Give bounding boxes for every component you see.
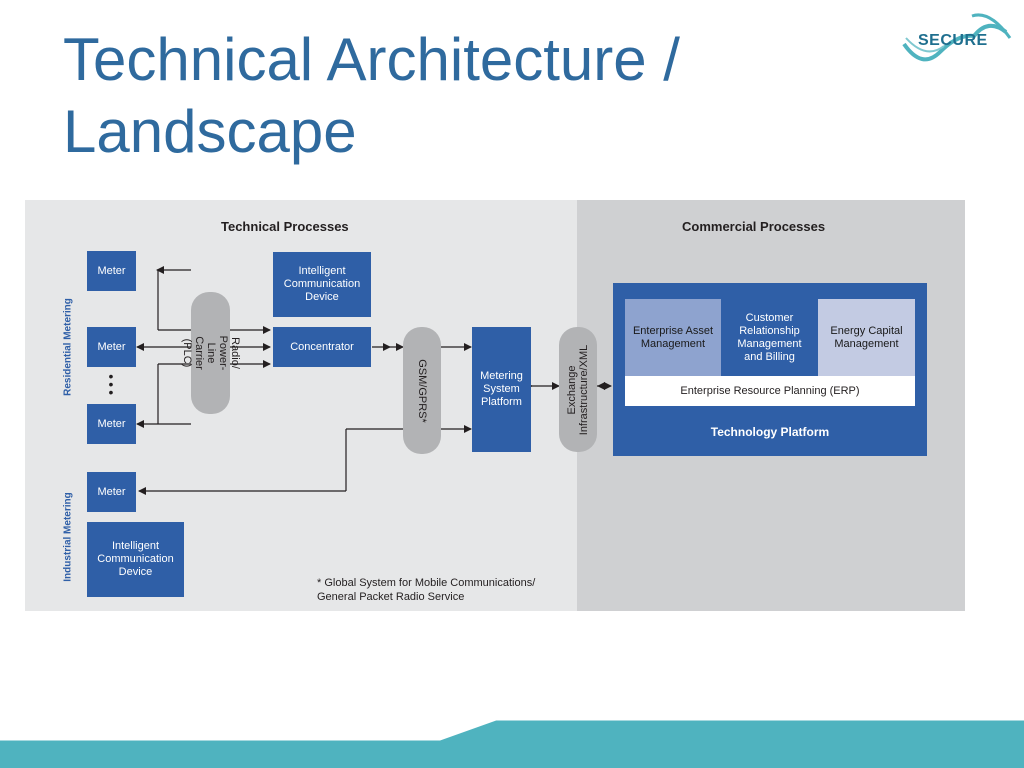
exchange-label: Exchange Infrastructure/XML	[566, 344, 590, 435]
concentrator-box: Concentrator	[273, 327, 371, 367]
technology-platform-label: Technology Platform	[710, 425, 830, 439]
icd-industrial-box: Intelligent Communication Device	[87, 522, 184, 597]
secure-logo: SECURE	[902, 12, 1014, 70]
gsm-label: GSM/GPRS*	[416, 358, 428, 423]
industrial-metering-label: Industrial Metering	[62, 492, 74, 582]
footer-bar	[0, 719, 1024, 768]
meter-box-2: Meter	[87, 327, 136, 367]
commercial-processes-title: Commercial Processes	[682, 219, 826, 234]
meter-box-industrial: Meter	[87, 472, 136, 512]
plc-label: Radio/ Power-Line Carrier (PLC)	[180, 335, 241, 371]
exchange-channel: Exchange Infrastructure/XML	[559, 327, 597, 452]
logo-text: SECURE	[918, 32, 988, 49]
enterprise-asset-module: Enterprise Asset Management	[625, 299, 721, 376]
plc-channel: Radio/ Power-Line Carrier (PLC)	[181, 292, 241, 414]
wave-logo-icon	[902, 13, 1012, 62]
technical-processes-title: Technical Processes	[221, 219, 349, 234]
crm-module: Customer Relationship Management and Bil…	[721, 299, 818, 376]
architecture-diagram: Technical Processes Commercial Processes…	[25, 200, 965, 611]
slide-title: Technical Architecture / Landscape	[63, 26, 680, 165]
footnote: * Global System for Mobile Communication…	[317, 577, 536, 603]
technology-platform-panel: Enterprise Asset Management Customer Rel…	[613, 283, 927, 456]
erp-bar: Enterprise Resource Planning (ERP)	[625, 376, 915, 406]
residential-metering-label: Residential Metering	[62, 298, 74, 396]
gsm-channel: GSM/GPRS*	[403, 327, 441, 454]
meter-box-1: Meter	[87, 251, 136, 291]
icd-top-box: Intelligent Communication Device	[273, 252, 371, 317]
ellipsis-dots: •••	[108, 368, 114, 400]
meter-box-3: Meter	[87, 404, 136, 444]
energy-capital-module: Energy Capital Management	[818, 299, 915, 376]
metering-platform-box: Metering System Platform	[472, 327, 531, 452]
